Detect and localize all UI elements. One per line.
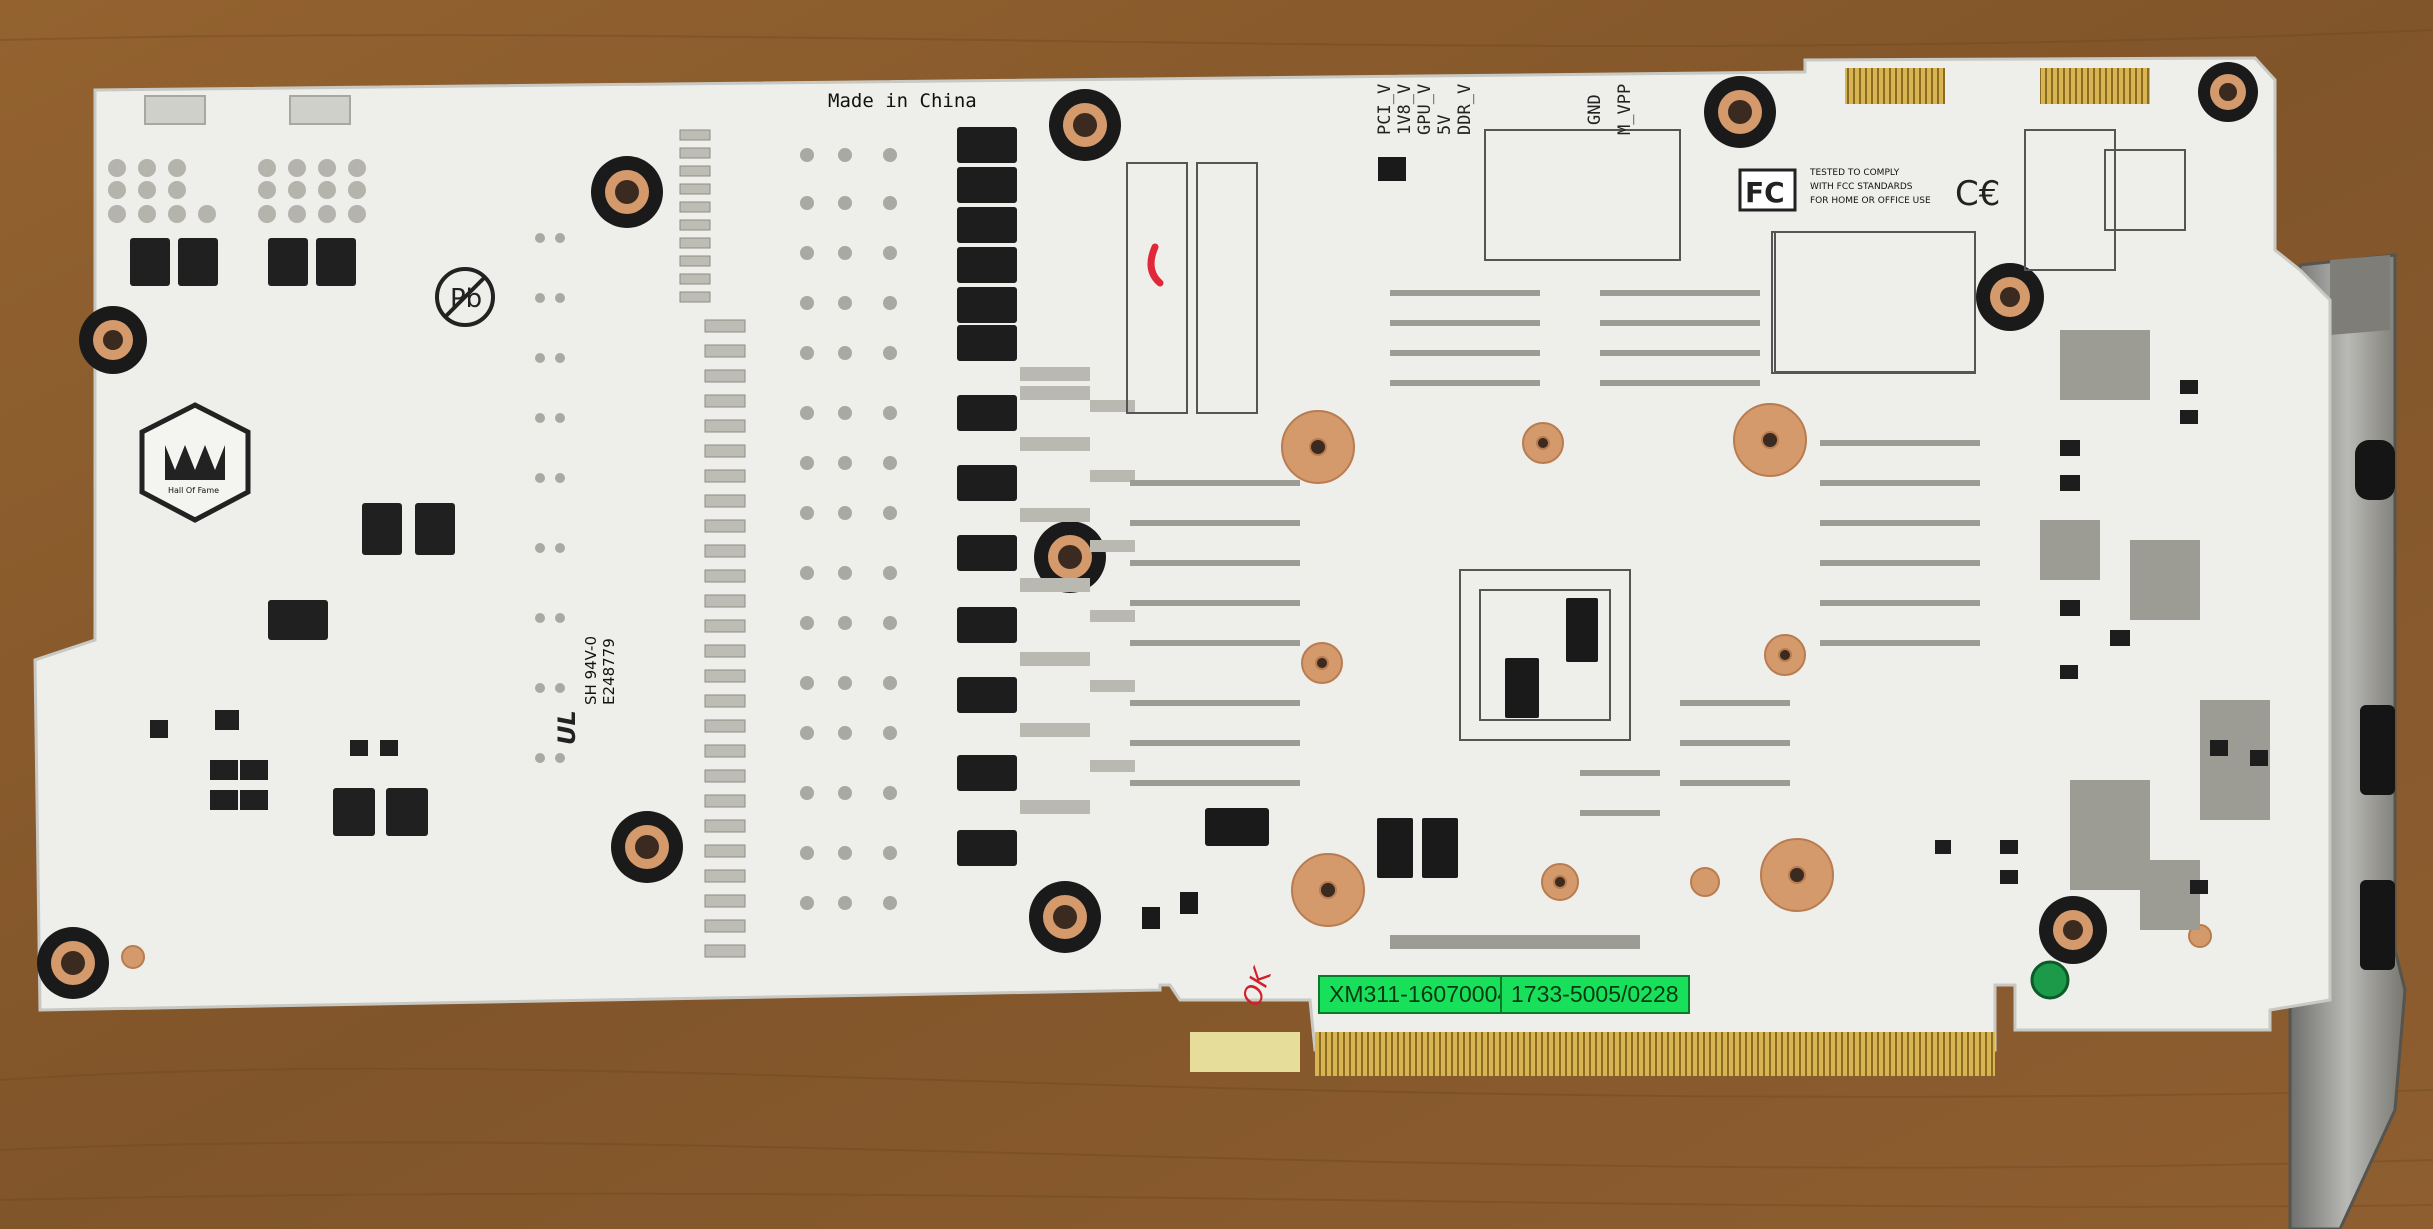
- svg-text:FC: FC: [1745, 176, 1785, 209]
- io-side-chips: [1935, 380, 2268, 894]
- fcc-line-2: WITH FCC STANDARDS: [1810, 182, 1913, 192]
- part-number-sticker: 1733-5005/0228: [1500, 975, 1690, 1014]
- power-label-ddr: DDR_V: [1455, 83, 1475, 135]
- power-connector-b: [289, 95, 351, 125]
- ul-rating-label: SH 94V-0: [582, 636, 600, 705]
- made-in-label: Made in China: [828, 90, 977, 112]
- power-labels: PCI_V 1V8_V GPU_V 5V DDR_V GND M_VPP: [1375, 80, 1645, 150]
- fcc-line-1: TESTED TO COMPLY: [1810, 168, 1900, 178]
- fcc-statement: TESTED TO COMPLY WITH FCC STANDARDS FOR …: [1800, 168, 1940, 212]
- power-label-gpu: GPU_V: [1415, 83, 1435, 135]
- vrm-chip-column: [957, 127, 1017, 866]
- power-label-5v: 5V: [1435, 114, 1455, 135]
- mount-holes: [37, 62, 2258, 999]
- svg-text:UL: UL: [553, 710, 581, 745]
- ul-file-number: E248779: [600, 638, 618, 705]
- power-label-pci: PCI_V: [1375, 83, 1395, 135]
- power-connector-a: [144, 95, 206, 125]
- green-screw: [2030, 960, 2070, 1000]
- ce-mark-icon: C€: [1955, 174, 2000, 214]
- ul-mark-icon: UL: [553, 710, 581, 745]
- mosfet-group-bottom: [150, 710, 428, 836]
- pcie-gold-contacts: [1315, 1032, 1995, 1076]
- fcc-line-3: FOR HOME OR OFFICE USE: [1810, 196, 1931, 206]
- power-label-gnd: GND: [1585, 94, 1605, 125]
- reference-tables: [1771, 129, 2186, 374]
- wood-grain: [0, 29, 2433, 1208]
- red-hand-mark: [1147, 243, 1164, 287]
- pad-array-top-left: [108, 159, 366, 223]
- vrm-smd-rows: [1020, 367, 1135, 814]
- pcie-key-notch: [1190, 1032, 1300, 1072]
- mosfet-group-top: [130, 238, 356, 286]
- sli-finger-a: [1845, 68, 1945, 104]
- mosfet-group-mid: [268, 503, 455, 640]
- lead-free-icon: Pb: [435, 267, 495, 327]
- capacitor-ladder: [679, 129, 746, 958]
- svg-text:C€: C€: [1955, 174, 2000, 214]
- gpu-core-chips: [1142, 157, 1598, 929]
- via-dot-columns: [535, 148, 897, 910]
- pcb-board: [33, 56, 2332, 1052]
- serial-number-sticker: XM311-160700043: [1318, 975, 1534, 1014]
- power-label-mvpp: M_VPP: [1615, 83, 1635, 135]
- hof-logo-text: Hall Of Fame: [168, 486, 220, 495]
- sli-finger-b: [2040, 68, 2150, 104]
- gpu-backplate-pads: [121, 403, 2212, 969]
- fcc-logo-icon: FC: [1738, 168, 1797, 212]
- power-label-1v8: 1V8_V: [1395, 83, 1415, 135]
- hof-logo-icon: [139, 402, 251, 523]
